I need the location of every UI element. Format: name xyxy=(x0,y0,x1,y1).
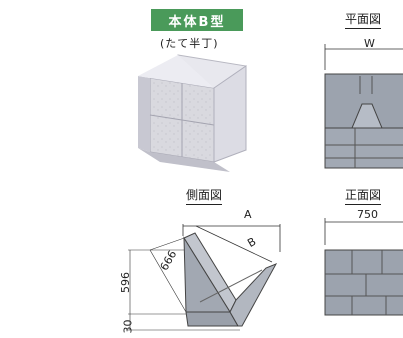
plan-width-dim: W xyxy=(364,37,375,50)
front-view-label: 正面図 xyxy=(345,186,382,205)
side-dim-a: A xyxy=(244,208,252,221)
front-view-drawing xyxy=(324,218,403,316)
product-3d-image xyxy=(138,54,247,172)
front-width-dim: 750 xyxy=(357,208,378,221)
side-view-label: 側面図 xyxy=(186,186,223,205)
plan-view-label: 平面図 xyxy=(345,10,382,29)
side-view-drawing xyxy=(128,224,281,331)
plan-view-drawing xyxy=(324,44,403,169)
product-subtitle: (たて半丁) xyxy=(160,37,219,50)
product-title: 本体B型 xyxy=(151,9,243,31)
